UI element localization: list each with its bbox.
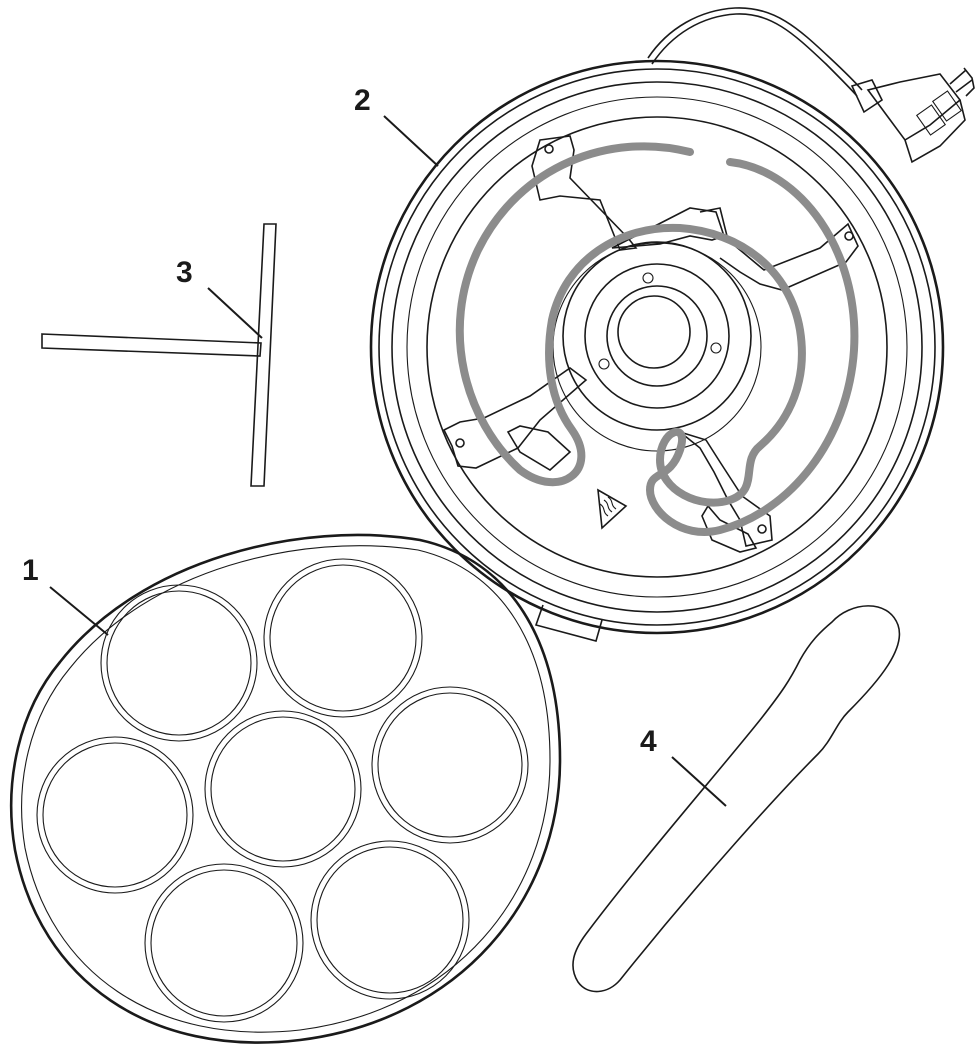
callout-2: 2 xyxy=(354,84,439,167)
baking-plate-rim xyxy=(9,533,562,1044)
spatula xyxy=(572,605,901,993)
power-cord xyxy=(647,7,863,91)
base-outer-rim xyxy=(369,59,945,635)
callout-label-3: 3 xyxy=(176,256,193,289)
baking-cup xyxy=(204,710,362,868)
callout-label-4: 4 xyxy=(640,725,657,758)
base-front-tab xyxy=(534,604,603,642)
t-spreader xyxy=(41,223,277,487)
hot-surface-warning-icon xyxy=(597,488,628,530)
callout-3: 3 xyxy=(176,256,263,339)
baking-cup xyxy=(36,736,194,894)
power-plug-icon xyxy=(850,67,975,164)
baking-cup xyxy=(310,840,470,1000)
heating-base-unit xyxy=(369,7,975,642)
callout-label-2: 2 xyxy=(354,84,371,117)
callout-4: 4 xyxy=(640,725,727,807)
baking-cup xyxy=(263,558,423,718)
heating-element xyxy=(455,142,859,536)
baking-plate xyxy=(9,533,562,1044)
central-hub xyxy=(552,241,762,452)
baking-cup xyxy=(144,863,304,1023)
baking-cup xyxy=(371,686,529,844)
callout-1: 1 xyxy=(22,554,109,636)
baking-cup xyxy=(100,584,258,742)
callout-label-1: 1 xyxy=(22,554,39,587)
